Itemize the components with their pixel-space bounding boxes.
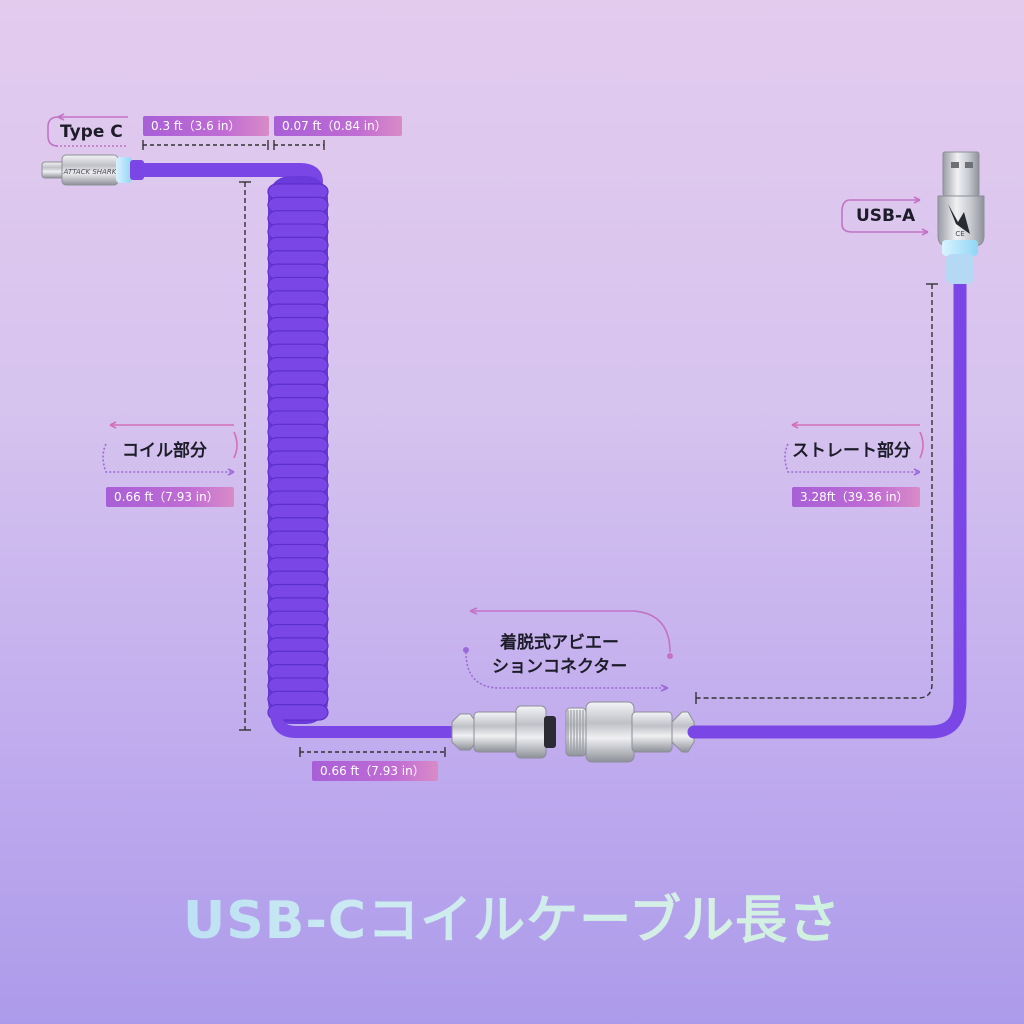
- aviator-connector: [451, 701, 695, 763]
- brand-mark-icon: [948, 204, 970, 234]
- usb-a-label: USB-A: [856, 206, 916, 226]
- type-c-plug-measurement: 0.3 ft（3.6 in）: [143, 116, 269, 136]
- arrow-icon: [102, 443, 234, 473]
- coil-length-measurement: 0.66 ft（7.93 in）: [106, 487, 234, 507]
- straight-section-label: ストレート部分: [792, 441, 911, 461]
- straight-section-cable: [687, 275, 967, 739]
- straight-length-measurement: 3.28ft（39.36 in）: [792, 487, 920, 507]
- dimension-lines: [142, 140, 938, 757]
- type-c-gap-measurement: 0.07 ft（0.84 in）: [274, 116, 402, 136]
- dim-straight-length: [696, 284, 933, 699]
- page-title: USB-Cコイルケーブル長さ: [0, 878, 1024, 953]
- coil-section-label: コイル部分: [122, 441, 207, 461]
- connector-label-line2: ションコネクター: [492, 657, 628, 677]
- brand-logo-text: ATTACK SHARK: [63, 168, 118, 176]
- coil-ring: [267, 704, 329, 721]
- arrow-icon: [784, 443, 920, 473]
- coil-section-cable: [267, 176, 329, 724]
- arrow-icon: [465, 651, 668, 689]
- ce-mark: CE: [955, 230, 964, 238]
- arrow-icon: [47, 116, 128, 147]
- usb-a-connector: CE: [937, 151, 985, 284]
- cable-lead-bottom: [270, 706, 458, 738]
- connector-label-line1: 着脱式アビエー: [500, 633, 619, 653]
- decorative-arrows: [47, 113, 929, 692]
- arrow-icon: [841, 199, 928, 233]
- connector-lead-measurement: 0.66 ft（7.93 in）: [312, 761, 438, 781]
- type-c-label: Type C: [60, 122, 123, 142]
- type-c-connector: ATTACK SHARK: [41, 154, 144, 186]
